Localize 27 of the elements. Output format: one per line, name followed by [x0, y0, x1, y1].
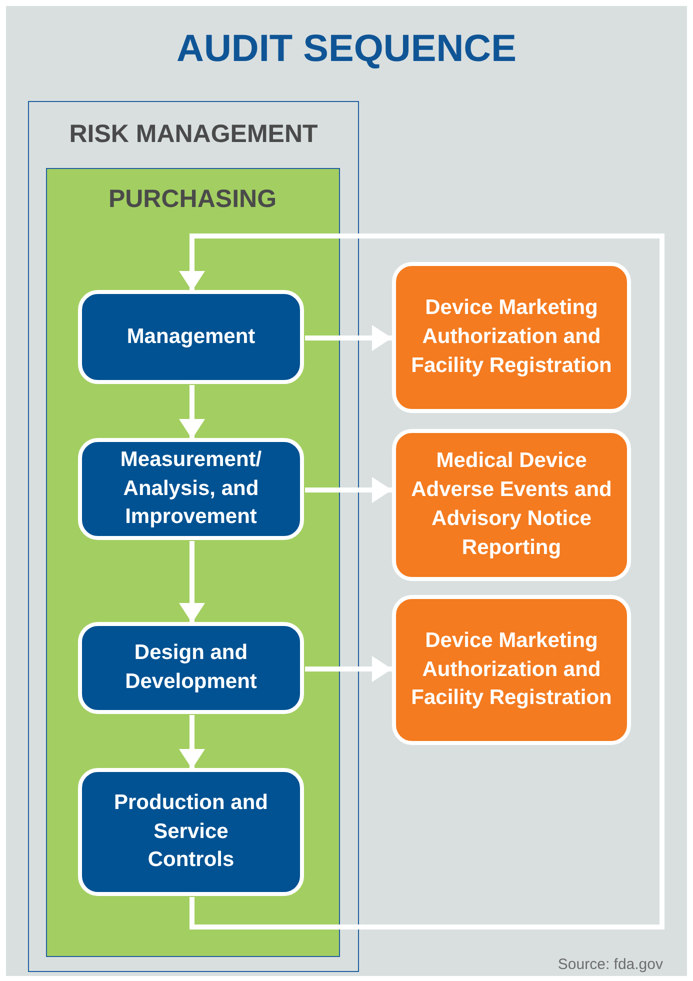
arrow — [179, 541, 205, 623]
requirement-box — [392, 262, 631, 413]
box-label: Device Marketing Authorization and Facility Registration — [410, 295, 613, 379]
group-frame — [28, 101, 359, 972]
group-heading: RISK MANAGEMENT — [68, 120, 319, 149]
group-panel — [46, 168, 340, 956]
arrow — [305, 656, 392, 682]
process-box — [78, 290, 304, 384]
box-label: Management — [126, 324, 256, 350]
requirement-box — [392, 429, 631, 581]
arrow — [179, 234, 664, 930]
arrow — [179, 715, 205, 769]
process-box — [78, 622, 304, 714]
process-box — [78, 768, 304, 896]
source-note: Source: fda.gov — [558, 956, 663, 973]
arrow — [305, 325, 392, 351]
requirement-box — [392, 595, 631, 745]
arrow — [305, 477, 392, 503]
arrow — [179, 385, 205, 439]
box-label: Medical Device Adverse Events and Advisory Notice Reporting — [410, 448, 613, 561]
box-label: Design and Development — [124, 640, 258, 695]
diagram-title: AUDIT SEQUENCE — [176, 28, 518, 71]
process-box — [78, 438, 304, 540]
box-label: Measurement/ Analysis, and Improvement — [119, 446, 263, 530]
group-heading: PURCHASING — [107, 184, 278, 214]
box-label: Device Marketing Authorization and Facility Registration — [410, 628, 613, 712]
box-label: Production and Service Controls — [113, 790, 269, 874]
